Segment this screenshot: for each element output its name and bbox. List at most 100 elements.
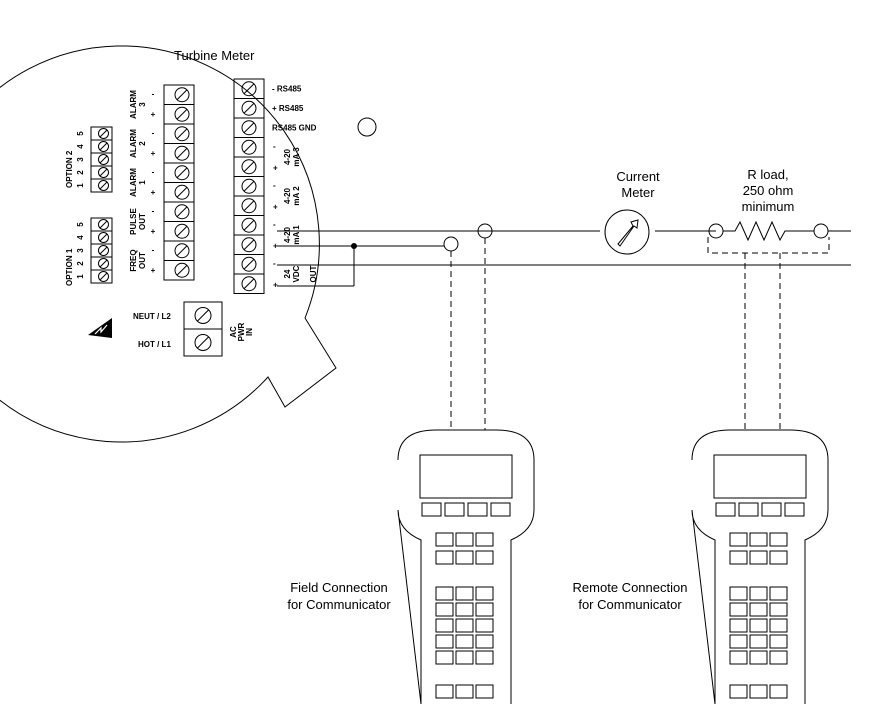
current-meter — [604, 209, 650, 255]
left-block-screw-slot — [176, 245, 188, 257]
right-block-sublabel: mA 1 — [292, 225, 301, 245]
current-meter-label-1: Current — [616, 169, 660, 184]
option-pin-label: 5 — [76, 222, 85, 227]
communicator-key — [769, 650, 788, 665]
option-pin-label: 2 — [76, 261, 85, 266]
neut-label: NEUT / L2 — [133, 312, 171, 321]
option-pin-label: 3 — [76, 157, 85, 162]
left-block-sublabel: OUT — [138, 213, 147, 230]
communicator-key — [455, 634, 474, 649]
left-block-screw — [174, 165, 190, 181]
right-block-sublabel: OUT — [309, 265, 318, 282]
communicator-key — [769, 618, 788, 633]
option-pin-label: 3 — [76, 248, 85, 253]
option-screw-slot — [99, 259, 108, 268]
left-block-screw-slot — [176, 206, 188, 218]
communicator-screen — [419, 454, 513, 499]
left-block-sign: - — [152, 246, 155, 255]
right-block-screw — [241, 81, 257, 97]
right-block-screw — [241, 139, 257, 155]
left-block-sign: + — [151, 227, 156, 236]
option-screw-slot — [99, 168, 108, 177]
right-block-sign: + — [273, 242, 278, 251]
left-block-screw — [174, 243, 190, 259]
mains-screw — [194, 307, 212, 324]
right-block-screw-slot — [243, 102, 255, 114]
remote-connection-label-2: for Communicator — [578, 597, 682, 612]
option-block-frame — [90, 126, 113, 193]
communicator-key — [435, 602, 454, 617]
hot-label: HOT / L1 — [138, 340, 171, 349]
communicator-key — [749, 532, 768, 547]
communicator-softkey — [784, 502, 805, 517]
communicator-softkey — [761, 502, 782, 517]
meter-housing — [0, 45, 337, 443]
option-pin-label: 2 — [76, 170, 85, 175]
communicator-key — [455, 532, 474, 547]
right-block-screw-slot — [243, 83, 255, 95]
clip-terminal-1 — [443, 236, 459, 252]
junction-dot — [351, 243, 357, 249]
option-screw-slot — [99, 142, 108, 151]
communicator-key — [455, 602, 474, 617]
right-block-screw-slot — [243, 219, 255, 231]
option-screw-slot — [99, 181, 108, 190]
right-block-sublabel: mA 2 — [292, 186, 301, 206]
communicator-key — [729, 650, 748, 665]
communicator-softkey — [444, 502, 465, 517]
field-communicator — [397, 429, 535, 704]
option-block-frame — [90, 217, 113, 284]
communicator-key — [749, 602, 768, 617]
communicator-key — [435, 618, 454, 633]
current-meter-label-2: Meter — [621, 185, 655, 200]
right-block-sign: + — [273, 203, 278, 212]
option-screw — [98, 180, 109, 191]
left-block-screw-slot — [176, 167, 188, 179]
option1-label: OPTION 1 — [65, 248, 74, 286]
right-block-screw-slot — [243, 161, 255, 173]
left-block-screw — [174, 87, 190, 103]
option-screw-slot — [99, 272, 108, 281]
communicator-key — [475, 532, 494, 547]
right-block-screw — [241, 178, 257, 194]
communicator-key — [769, 586, 788, 601]
mounting-hole — [357, 117, 377, 137]
right-block-sign: + — [273, 281, 278, 290]
right-block-sign: - — [273, 220, 276, 229]
communicator-key — [749, 550, 768, 565]
communicator-key — [475, 586, 494, 601]
communicator-softkey — [421, 502, 442, 517]
communicator-key — [475, 550, 494, 565]
left-block-sign: - — [152, 90, 155, 99]
option-screw-slot — [99, 155, 108, 164]
communicator-key — [729, 532, 748, 547]
right-block-screw-slot — [243, 258, 255, 270]
left-block-screw — [174, 126, 190, 142]
communicator-key — [729, 586, 748, 601]
option-screw-slot — [99, 220, 108, 229]
right-block-label: 4-20 — [283, 187, 292, 204]
option-screw — [98, 167, 109, 178]
right-block-sublabel: mA 3 — [292, 147, 301, 167]
left-block-screw — [174, 145, 190, 161]
load-label-3: minimum — [742, 199, 795, 214]
right-block-screw-slot — [243, 180, 255, 192]
option-screw-slot — [99, 233, 108, 242]
option2-label: OPTION 2 — [65, 150, 74, 188]
communicator-key — [475, 684, 494, 699]
communicator-key — [475, 650, 494, 665]
communicator-key — [455, 684, 474, 699]
left-block-sign: + — [151, 266, 156, 275]
ac-power-label: AC PWR IN — [229, 322, 254, 341]
left-block-screw-slot — [176, 108, 188, 120]
option-screw — [98, 245, 109, 256]
mains-screw — [194, 334, 212, 351]
mains-screw-slot — [197, 336, 209, 349]
communicator-body — [397, 429, 535, 704]
left-block-label: ALARM — [129, 168, 138, 197]
right-block-label: 24 — [283, 269, 292, 278]
left-block-sublabel: 1 — [138, 180, 147, 185]
left-block-label: FREQ — [129, 249, 138, 271]
